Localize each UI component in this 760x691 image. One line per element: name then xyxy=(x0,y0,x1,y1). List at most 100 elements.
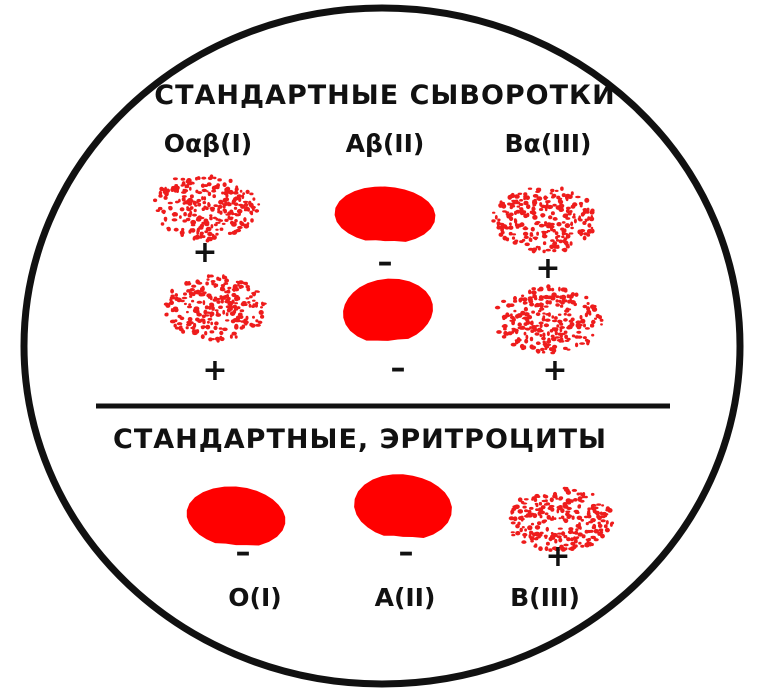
cell-clump xyxy=(224,291,229,294)
cell-clump xyxy=(572,216,576,219)
cell-clump xyxy=(255,303,258,307)
cell-clump xyxy=(208,306,211,310)
cell-clump xyxy=(575,293,579,297)
cell-clump xyxy=(204,331,207,335)
cell-clump xyxy=(566,308,571,310)
cell-clump xyxy=(222,276,227,280)
cell-clump xyxy=(566,514,572,517)
cell-clump xyxy=(227,211,231,215)
cell-clump xyxy=(587,216,590,220)
cell-clump xyxy=(179,328,184,331)
cell-clump xyxy=(234,302,238,304)
cell-clump xyxy=(511,531,515,533)
sign-r1-c1: + xyxy=(192,235,217,270)
cell-clump xyxy=(566,209,569,213)
cell-clump xyxy=(540,348,545,351)
cell-clump xyxy=(544,224,548,227)
cell-clump xyxy=(558,528,563,530)
cell-clump xyxy=(223,209,227,212)
cell-clump xyxy=(555,295,559,298)
cell-clump xyxy=(555,190,559,192)
sign-r2-c3: + xyxy=(542,353,567,388)
cell-clump xyxy=(206,190,209,192)
column-header-o: Oαβ(I) xyxy=(164,129,252,158)
cell-clump xyxy=(542,500,548,502)
cell-clump xyxy=(524,509,528,512)
cell-clump xyxy=(509,303,515,307)
cell-clump xyxy=(511,343,517,347)
cell-clump xyxy=(491,219,495,222)
cell-clump xyxy=(562,193,566,197)
cell-clump xyxy=(530,211,534,215)
cell-clump xyxy=(242,301,247,304)
cell-clump xyxy=(220,228,224,231)
cell-clump xyxy=(228,232,232,235)
cell-clump xyxy=(544,305,549,307)
solid-blob xyxy=(335,187,436,242)
cell-clump xyxy=(591,320,596,324)
cell-clump xyxy=(591,520,595,522)
cell-clump xyxy=(587,223,591,228)
cell-clump xyxy=(557,509,560,514)
cell-clump xyxy=(585,339,589,342)
cell-clump xyxy=(545,313,550,316)
cell-clump xyxy=(244,322,247,326)
cell-clump xyxy=(168,202,173,205)
cell-clump xyxy=(551,211,555,215)
cell-clump xyxy=(571,292,575,296)
cell-clump xyxy=(255,319,258,322)
cell-clump xyxy=(558,198,563,200)
cell-clump xyxy=(517,522,520,526)
cell-clump xyxy=(535,332,540,336)
cell-clump xyxy=(175,327,180,330)
cell-clump xyxy=(563,504,567,507)
agglutinated-speckles xyxy=(495,284,604,354)
cell-clump xyxy=(249,295,253,298)
cell-clump xyxy=(257,203,260,205)
cell-clump xyxy=(232,300,235,304)
cell-clump xyxy=(589,312,592,315)
cell-clump xyxy=(513,241,518,245)
cell-clump xyxy=(501,300,506,303)
cell-clump xyxy=(605,528,610,533)
cell-clump xyxy=(584,296,588,300)
cell-clump xyxy=(213,326,217,330)
cell-clump xyxy=(209,216,213,220)
sign-erythrocyte-a: – xyxy=(399,535,414,570)
cell-clump xyxy=(210,322,213,326)
cell-clump xyxy=(195,318,200,322)
cell-clump xyxy=(197,282,202,285)
cell-clump xyxy=(222,297,226,300)
cell-clump xyxy=(577,505,581,509)
cell-clump xyxy=(578,324,583,327)
cell-clump xyxy=(563,347,568,350)
cell-clump xyxy=(522,533,527,537)
cell-clump xyxy=(574,219,577,224)
cell-clump xyxy=(164,217,168,221)
cell-clump xyxy=(215,229,218,231)
cell-clump xyxy=(509,216,513,221)
cell-clump xyxy=(497,219,500,222)
cell-clump xyxy=(602,512,606,514)
cell-clump xyxy=(531,290,537,294)
cell-clump xyxy=(561,516,565,520)
cell-clump xyxy=(549,505,555,508)
cell-clump xyxy=(203,184,209,187)
cell-clump xyxy=(521,501,525,504)
agglutinated-speckles xyxy=(164,274,267,343)
cell-clump xyxy=(206,278,209,281)
cell-clump xyxy=(531,287,536,290)
cell-clump xyxy=(594,511,597,515)
cell-clump xyxy=(531,498,534,501)
cell-clump xyxy=(551,338,556,342)
cell-clump xyxy=(534,532,539,536)
cell-clump xyxy=(558,287,561,292)
cell-clump xyxy=(201,177,206,180)
cell-clump xyxy=(186,178,191,183)
cell-clump xyxy=(208,192,211,196)
cell-clump xyxy=(544,323,549,327)
cell-clump xyxy=(589,530,593,533)
cell-clump xyxy=(501,231,505,234)
cell-clump xyxy=(611,522,614,525)
cell-clump xyxy=(189,211,192,216)
